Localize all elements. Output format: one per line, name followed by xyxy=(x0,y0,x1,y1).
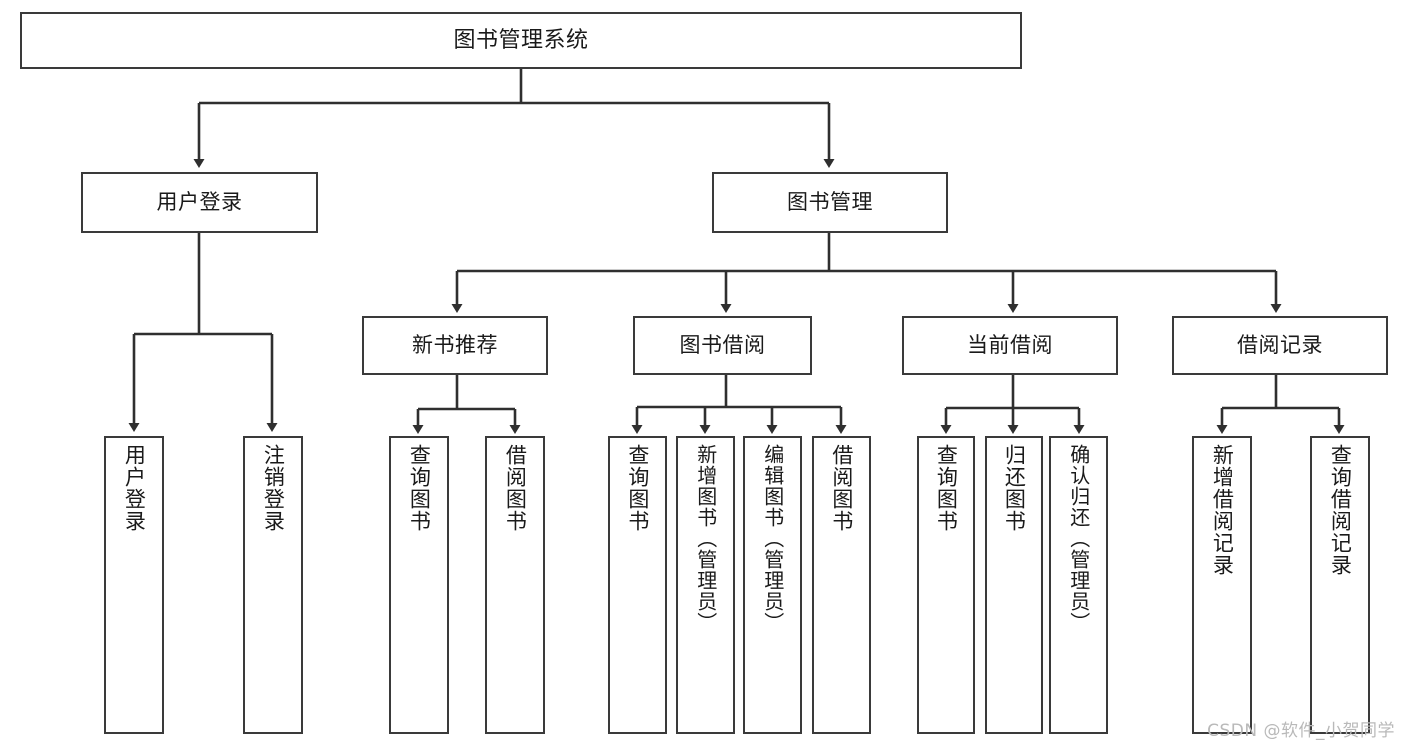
leaf-query-book-current[interactable]: 查询图书 xyxy=(917,436,975,734)
node-label: 确认归还（管理员） xyxy=(1066,444,1091,633)
node-borrowing-record[interactable]: 借阅记录 xyxy=(1172,316,1388,375)
node-label: 新增图书（管理员） xyxy=(693,444,718,633)
node-label: 查询图书 xyxy=(625,444,650,532)
leaf-confirm-return-admin[interactable]: 确认归还（管理员） xyxy=(1049,436,1108,734)
node-label: 编辑图书（管理员） xyxy=(760,444,785,633)
node-label: 当前借阅 xyxy=(967,333,1053,357)
node-label: 查询图书 xyxy=(407,444,432,532)
node-label: 图书借阅 xyxy=(679,333,766,357)
node-label: 新书推荐 xyxy=(412,333,498,357)
leaf-return-book[interactable]: 归还图书 xyxy=(985,436,1043,734)
node-label: 用户登录 xyxy=(156,190,243,214)
node-label: 归还图书 xyxy=(1002,444,1027,532)
node-label: 借阅图书 xyxy=(829,444,854,532)
leaf-query-borrow-record[interactable]: 查询借阅记录 xyxy=(1310,436,1370,734)
node-label: 查询图书 xyxy=(934,444,959,532)
node-label: 借阅图书 xyxy=(503,444,528,532)
node-label: 注销登录 xyxy=(261,444,286,532)
node-label: 用户登录 xyxy=(122,444,147,532)
node-label: 查询借阅记录 xyxy=(1328,444,1353,576)
node-new-book-recommendation[interactable]: 新书推荐 xyxy=(362,316,548,375)
leaf-add-book-admin[interactable]: 新增图书（管理员） xyxy=(676,436,735,734)
node-label: 图书管理 xyxy=(787,190,873,214)
node-book-borrowing[interactable]: 图书借阅 xyxy=(633,316,812,375)
leaf-user-login[interactable]: 用户登录 xyxy=(104,436,164,734)
leaf-edit-book-admin[interactable]: 编辑图书（管理员） xyxy=(743,436,802,734)
leaf-borrow-book-new[interactable]: 借阅图书 xyxy=(485,436,545,734)
leaf-borrow-book[interactable]: 借阅图书 xyxy=(812,436,871,734)
node-label: 图书管理系统 xyxy=(453,27,589,53)
node-user-login[interactable]: 用户登录 xyxy=(81,172,318,233)
watermark: CSDN @软件_小贺同学 xyxy=(1207,721,1395,741)
node-label: 新增借阅记录 xyxy=(1210,444,1235,576)
node-current-borrowing[interactable]: 当前借阅 xyxy=(902,316,1118,375)
node-book-management-system[interactable]: 图书管理系统 xyxy=(20,12,1022,69)
leaf-query-book-borrow[interactable]: 查询图书 xyxy=(608,436,667,734)
leaf-query-book-new[interactable]: 查询图书 xyxy=(389,436,449,734)
leaf-add-borrow-record[interactable]: 新增借阅记录 xyxy=(1192,436,1252,734)
leaf-logout[interactable]: 注销登录 xyxy=(243,436,303,734)
node-label: 借阅记录 xyxy=(1237,333,1323,357)
node-book-management[interactable]: 图书管理 xyxy=(712,172,948,233)
